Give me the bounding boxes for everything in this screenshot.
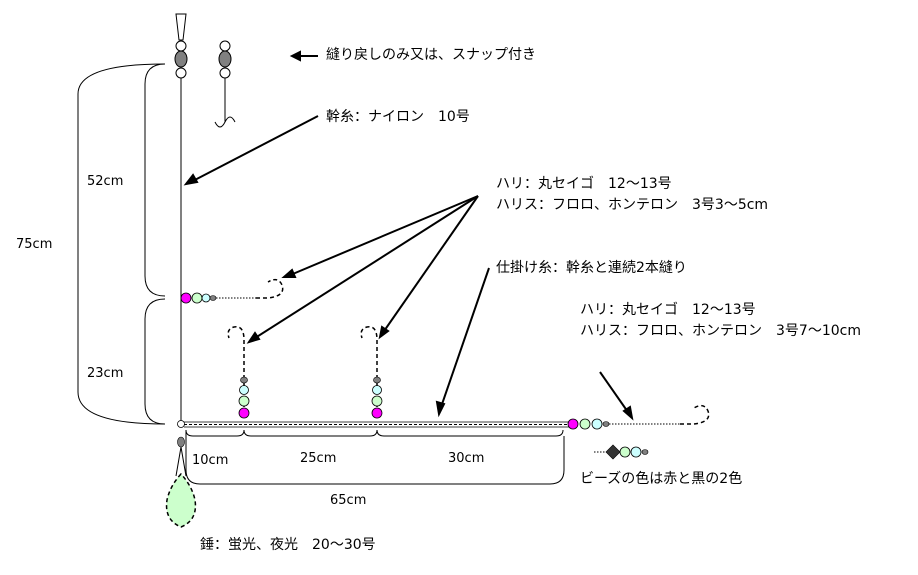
vertical-braces (77, 63, 166, 425)
horizontal-braces (185, 429, 565, 485)
swivel-note: 縫り戻しのみ又は、スナップ付き (326, 47, 536, 63)
dim-25cm: 25cm (300, 451, 337, 466)
dim-65cm: 65cm (330, 493, 367, 508)
dim-30cm: 30cm (448, 451, 485, 466)
top-swivel (174, 13, 188, 79)
dim-23cm: 23cm (87, 366, 124, 381)
upper-hook-label: ハリ：丸セイゴ 12〜13号 (496, 176, 672, 192)
upper-branch (180, 278, 284, 304)
dropper-1 (227, 326, 250, 419)
snap-swivel (214, 40, 236, 128)
beads-note: ビーズの色は赤と黒の2色 (580, 471, 743, 487)
tail-leader-label: ハリス：フロロ、ホンテロン 3号7〜10cm (580, 323, 861, 339)
dim-52cm: 52cm (87, 174, 124, 189)
twisted-rig-line (177, 420, 570, 428)
tail-hook-label: ハリ：丸セイゴ 12〜13号 (580, 302, 756, 318)
main-line-label: 幹糸：ナイロン 10号 (326, 109, 470, 125)
sinker (165, 436, 197, 528)
dropper-2 (360, 326, 383, 419)
upper-leader-label: ハリス：フロロ、ホンテロン 3号3〜5cm (496, 197, 769, 213)
dim-75cm: 75cm (16, 237, 53, 252)
sinker-label: 錘：蛍光、夜光 20〜30号 (200, 537, 376, 553)
dim-10cm: 10cm (192, 453, 229, 468)
rig-line-label: 仕掛け糸：幹糸と連続2本縫り (496, 260, 687, 276)
bead-sample (594, 444, 649, 460)
tail-branch (567, 404, 710, 430)
pointer-arrows (183, 50, 634, 421)
